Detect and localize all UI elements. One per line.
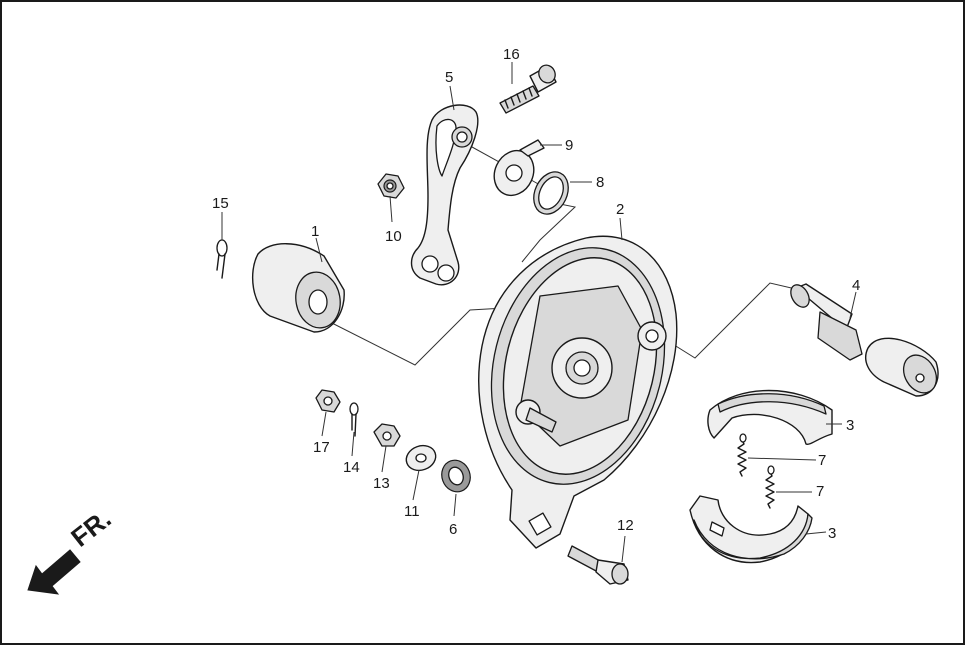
callout-13: 13	[373, 475, 390, 492]
part-2-brake-panel	[478, 235, 678, 549]
callout-15: 15	[212, 195, 229, 212]
part-12-anchor-pin	[567, 545, 629, 585]
part-17-nut	[315, 389, 341, 413]
callout-9: 9	[565, 137, 573, 154]
part-14-cotter-pin	[349, 402, 359, 437]
part-3-brake-shoe-upper	[707, 389, 833, 445]
callout-7-upper: 7	[818, 452, 826, 469]
part-9-indicator-washer	[493, 139, 545, 197]
callout-5: 5	[445, 69, 453, 86]
part-3-brake-shoe-lower	[689, 495, 813, 564]
callout-14: 14	[343, 459, 360, 476]
callout-6: 6	[449, 521, 457, 538]
callout-16: 16	[503, 46, 520, 63]
part-10-flange-nut	[377, 173, 405, 199]
callout-1: 1	[311, 223, 319, 240]
part-16-flange-bolt	[499, 64, 557, 114]
part-8-o-ring	[533, 171, 569, 215]
callout-labels: 1 2 3 3 4 5 6 7 7 8 9 10 11 12 13 14 15 …	[212, 46, 860, 542]
part-6-dust-seal	[441, 459, 471, 493]
callout-7-lower: 7	[816, 483, 824, 500]
callout-2: 2	[616, 201, 624, 218]
callout-12: 12	[617, 517, 634, 534]
part-5-brake-arm	[410, 104, 479, 286]
front-arrow-icon	[27, 549, 81, 595]
part-11-washer	[405, 444, 437, 472]
callout-3-lower: 3	[828, 525, 836, 542]
callout-3-upper: 3	[846, 417, 854, 434]
leader-lines	[221, 62, 857, 563]
callout-4: 4	[852, 277, 860, 294]
part-7-springs	[737, 433, 775, 509]
callout-10: 10	[385, 228, 402, 245]
callout-11: 11	[404, 503, 420, 520]
callout-8: 8	[596, 174, 604, 191]
callout-17: 17	[313, 439, 330, 456]
part-4-brake-cam	[790, 283, 939, 397]
part-1-collar	[251, 243, 345, 333]
part-13-nut	[373, 423, 401, 447]
